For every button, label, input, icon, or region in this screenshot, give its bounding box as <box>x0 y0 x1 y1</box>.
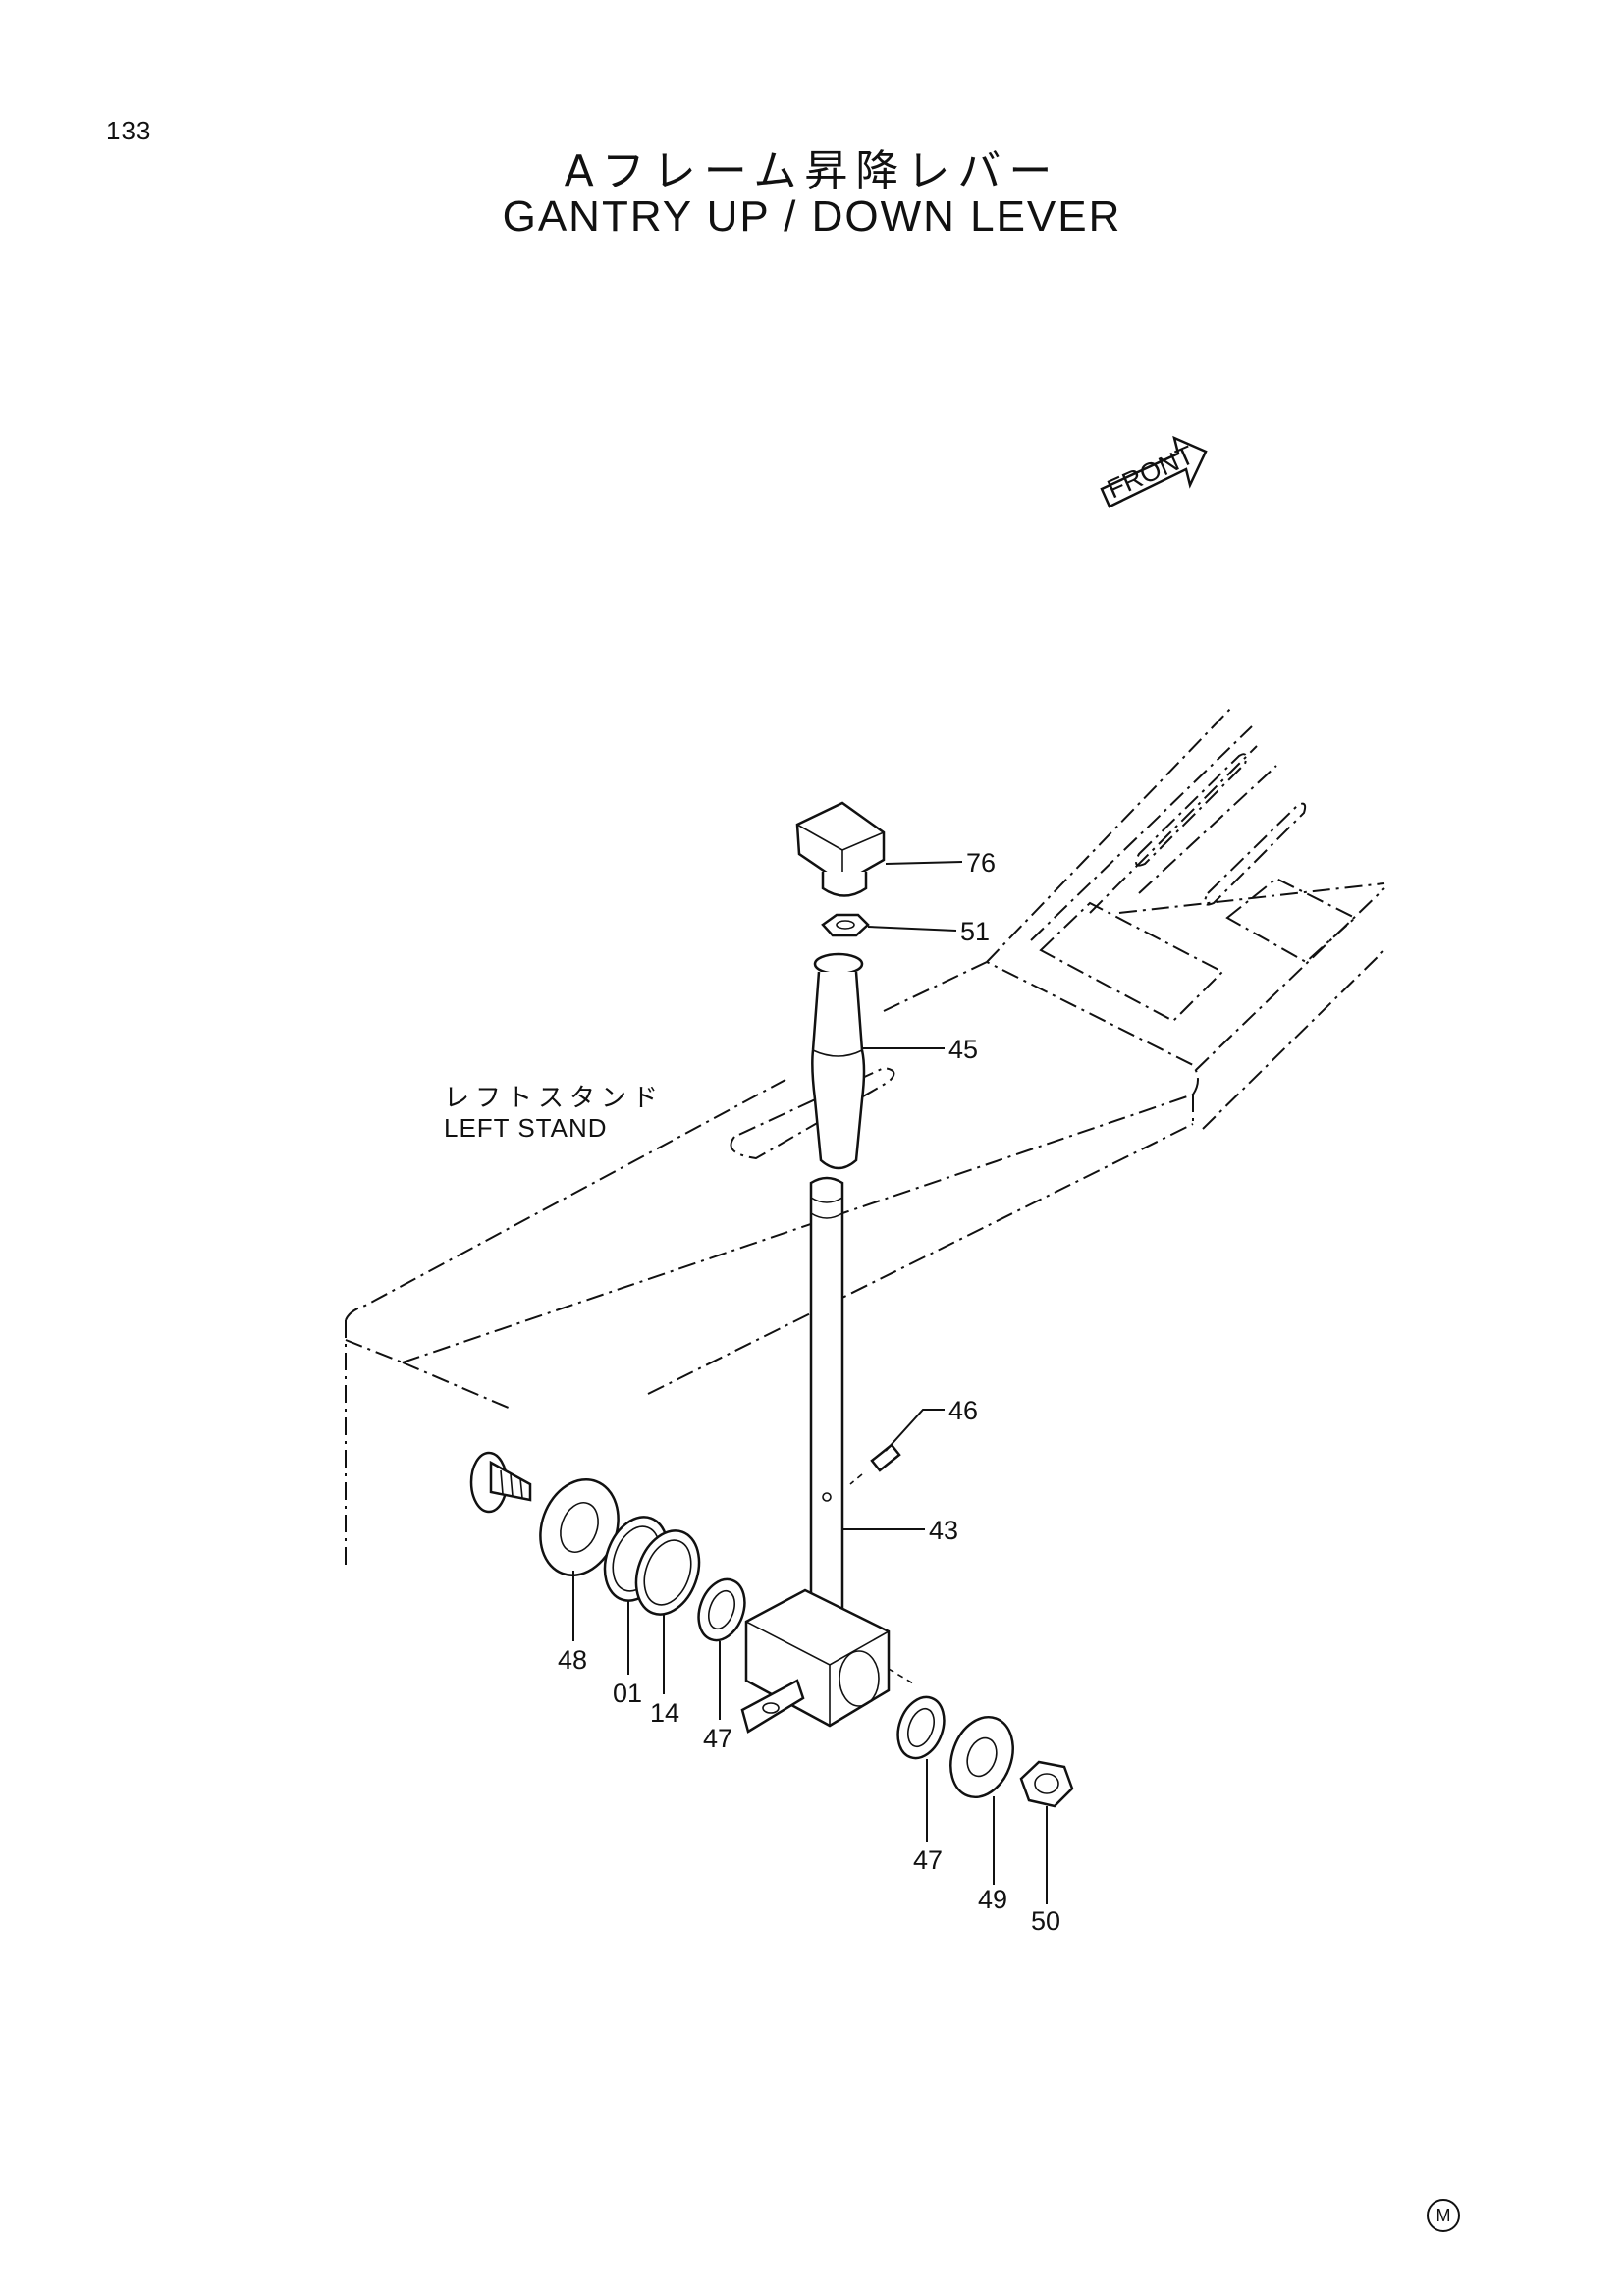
bushing-47-right <box>896 1695 946 1760</box>
page-title-japanese: Aフレーム昇降レバー <box>564 146 1060 196</box>
lock-nut <box>821 913 870 937</box>
page-number: 133 <box>106 116 152 145</box>
callout-48: 48 <box>558 1645 587 1675</box>
knob <box>795 801 886 897</box>
callout-76: 76 <box>966 848 996 878</box>
page-title-english: GANTRY UP / DOWN LEVER <box>502 192 1122 240</box>
manufacturer-mark: M <box>1427 2199 1460 2232</box>
front-arrow-label: FRONT <box>1103 440 1198 504</box>
bushing-47-left <box>697 1577 746 1642</box>
left-stand-label-english: LEFT STAND <box>444 1113 608 1143</box>
spring-pin <box>849 1443 901 1485</box>
lever-rod <box>809 1176 844 1628</box>
callout-47-left: 47 <box>703 1724 732 1753</box>
callout-45: 45 <box>948 1035 978 1064</box>
washer-49 <box>949 1715 1014 1799</box>
pivot-block <box>740 1588 891 1734</box>
callout-14: 14 <box>650 1698 679 1728</box>
callout-50: 50 <box>1031 1906 1060 1936</box>
hex-nut-50 <box>1019 1760 1074 1808</box>
left-stand-frame <box>345 706 1385 1571</box>
callout-47-right: 47 <box>913 1845 943 1875</box>
shim-ring-14 <box>634 1529 701 1616</box>
callout-43: 43 <box>929 1516 958 1545</box>
callout-49: 49 <box>978 1885 1007 1914</box>
callout-46: 46 <box>948 1396 978 1425</box>
left-stand-label-japanese: レフトスタンド <box>444 1084 665 1113</box>
callout-01: 01 <box>613 1679 642 1708</box>
front-arrow-icon: FRONT <box>1100 435 1208 508</box>
lever-sleeve <box>811 952 866 1170</box>
bolt <box>469 1451 532 1514</box>
callout-51: 51 <box>960 917 990 946</box>
